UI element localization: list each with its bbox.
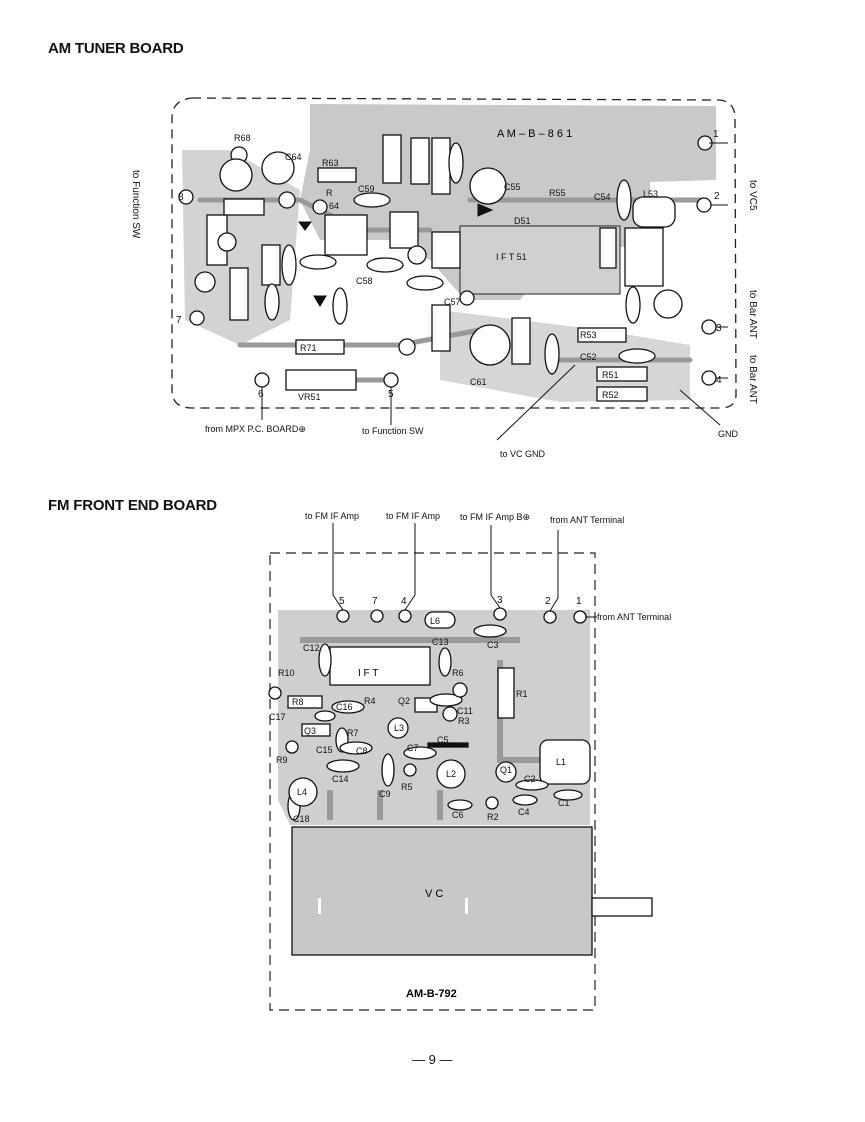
svg-text:4: 4 — [401, 596, 407, 607]
svg-text:C17: C17 — [269, 712, 286, 722]
svg-text:R8: R8 — [292, 697, 304, 707]
svg-text:L3: L3 — [394, 723, 404, 733]
to-bar-ant-3-label: to Bar ANT — [747, 290, 758, 339]
svg-text:C55: C55 — [504, 182, 521, 192]
fm-vc-label: V C — [425, 888, 443, 900]
svg-text:C16: C16 — [336, 702, 353, 712]
svg-text:R7: R7 — [347, 728, 359, 738]
svg-text:R1: R1 — [516, 689, 528, 699]
svg-text:R5: R5 — [401, 782, 413, 792]
svg-text:C13: C13 — [432, 637, 449, 647]
svg-text:7: 7 — [372, 596, 378, 607]
gnd-label: GND — [718, 429, 738, 439]
svg-text:L6: L6 — [430, 616, 440, 626]
svg-text:R68: R68 — [234, 133, 251, 143]
svg-text:7: 7 — [176, 315, 182, 326]
svg-text:L4: L4 — [297, 787, 307, 797]
to-fm-if-amp-label-2: to FM IF Amp — [386, 511, 441, 521]
to-function-sw-left-label: to Function SW — [130, 170, 141, 239]
svg-text:2: 2 — [545, 596, 551, 607]
to-vc-gnd-label: to VC GND — [500, 449, 546, 459]
svg-text:C1: C1 — [558, 798, 570, 808]
svg-text:5: 5 — [388, 389, 394, 400]
svg-text:R55: R55 — [549, 188, 566, 198]
svg-text:C61: C61 — [470, 377, 487, 387]
from-ant-terminal-side-label: from ANT Terminal — [597, 612, 672, 622]
svg-text:2: 2 — [714, 191, 720, 202]
svg-text:L1: L1 — [556, 757, 566, 767]
page-number: — 9 — — [412, 1052, 453, 1067]
svg-text:R2: R2 — [487, 812, 499, 822]
svg-text:R71: R71 — [300, 343, 317, 353]
am-board-title: AM TUNER BOARD — [48, 40, 184, 57]
fm-board-title: FM FRONT END BOARD — [48, 497, 217, 514]
svg-text:C2: C2 — [524, 774, 536, 784]
svg-text:C7: C7 — [407, 743, 419, 753]
svg-text:C54: C54 — [594, 192, 611, 202]
fm-board-id: AM-B-792 — [406, 988, 457, 1000]
svg-text:D51: D51 — [514, 216, 531, 226]
svg-text:1: 1 — [576, 596, 582, 607]
svg-text:C18: C18 — [293, 814, 310, 824]
svg-text:C64: C64 — [285, 152, 302, 162]
svg-text:C5: C5 — [437, 735, 449, 745]
svg-text:R: R — [326, 188, 333, 198]
am-pin-numbers: 1 2 3 4 5 6 7 8 — [176, 129, 722, 400]
svg-text:C4: C4 — [518, 807, 530, 817]
svg-text:I F T 51: I F T 51 — [496, 252, 527, 262]
svg-text:R3: R3 — [458, 716, 470, 726]
svg-text:C3: C3 — [487, 640, 499, 650]
to-bar-ant-4-label: to Bar ANT — [747, 355, 758, 404]
svg-text:VR51: VR51 — [298, 392, 321, 402]
svg-text:R9: R9 — [276, 755, 288, 765]
svg-text:C8: C8 — [356, 746, 368, 756]
fm-pin-numbers: 5 7 4 3 2 1 — [339, 595, 582, 607]
svg-text:1: 1 — [713, 129, 719, 140]
svg-text:6: 6 — [258, 389, 264, 400]
to-vc5-label: to VC5 — [747, 180, 758, 211]
svg-text:R51: R51 — [602, 370, 619, 380]
svg-text:L53: L53 — [643, 189, 658, 199]
svg-text:3: 3 — [497, 595, 503, 606]
fm-ift-label: I F T — [358, 668, 378, 679]
svg-text:C11: C11 — [457, 706, 473, 716]
svg-text:C9: C9 — [379, 789, 391, 799]
to-fm-if-amp-label-1: to FM IF Amp — [305, 511, 360, 521]
svg-text:3: 3 — [716, 323, 722, 334]
svg-text:R6: R6 — [452, 668, 464, 678]
svg-text:C12: C12 — [303, 643, 320, 653]
svg-text:R52: R52 — [602, 390, 619, 400]
svg-text:R10: R10 — [278, 668, 295, 678]
svg-text:L2: L2 — [446, 769, 456, 779]
svg-text:C57: C57 — [444, 297, 461, 307]
from-mpx-label: from MPX P.C. BOARD⊕ — [205, 424, 306, 434]
to-fm-if-amp-b-label: to FM IF Amp B⊕ — [460, 512, 531, 522]
svg-text:64: 64 — [329, 201, 339, 211]
svg-text:C6: C6 — [452, 810, 464, 820]
am-board-id: A M – B – 8 6 1 — [497, 128, 572, 140]
svg-text:R53: R53 — [580, 330, 597, 340]
svg-text:C58: C58 — [356, 276, 373, 286]
svg-text:Q1: Q1 — [500, 765, 512, 775]
svg-text:Q3: Q3 — [304, 726, 316, 736]
from-ant-terminal-top-label: from ANT Terminal — [550, 515, 625, 525]
svg-text:8: 8 — [178, 192, 184, 203]
svg-text:R4: R4 — [364, 696, 376, 706]
svg-text:C14: C14 — [332, 774, 349, 784]
svg-text:4: 4 — [716, 375, 722, 386]
svg-text:R63: R63 — [322, 158, 339, 168]
svg-text:Q2: Q2 — [398, 696, 410, 706]
svg-text:C15: C15 — [316, 745, 333, 755]
svg-text:5: 5 — [339, 596, 345, 607]
svg-text:C59: C59 — [358, 184, 375, 194]
to-function-sw-bottom-label: to Function SW — [362, 426, 424, 436]
svg-text:C52: C52 — [580, 352, 597, 362]
